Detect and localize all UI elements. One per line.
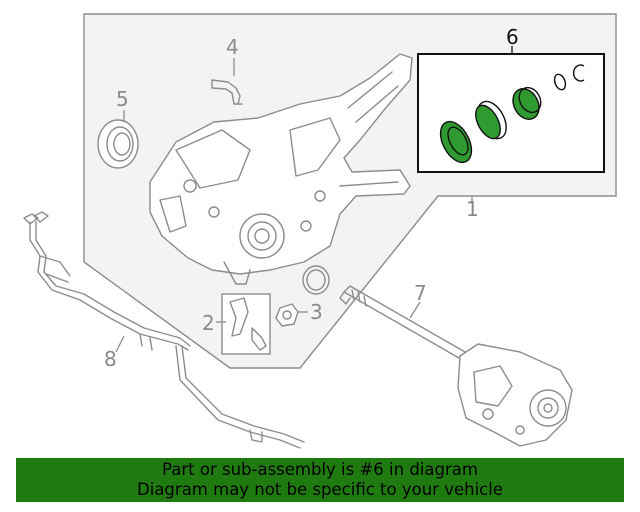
callout-6: 6: [506, 25, 519, 49]
callout-3: 3: [310, 300, 323, 324]
leader-7: [409, 301, 421, 319]
sub-assembly-6-box: [417, 53, 605, 173]
callout-1: 1: [466, 197, 479, 221]
leader-8: [115, 335, 125, 353]
callout-7: 7: [414, 281, 427, 305]
callout-2: 2: [202, 311, 215, 335]
o-ring-inner: [306, 269, 326, 291]
breather-tube-4: [211, 79, 243, 105]
o-ring: [302, 265, 330, 295]
bracket-2: [229, 297, 267, 351]
axle-shaft-7: [339, 285, 573, 447]
seal-5: [97, 119, 139, 169]
wiring-harness-8: [23, 211, 305, 449]
differential-housing: [149, 53, 413, 285]
info-banner: Part or sub-assembly is #6 in diagram Di…: [16, 458, 624, 502]
banner-line-2: Diagram may not be specific to your vehi…: [137, 480, 503, 499]
callout-5: 5: [116, 87, 129, 111]
callout-8: 8: [104, 347, 117, 371]
sub-assembly-2-box: [221, 293, 271, 355]
part-6-components: [439, 64, 585, 164]
banner-line-1: Part or sub-assembly is #6 in diagram: [162, 460, 478, 479]
nut-3: [275, 303, 299, 327]
callout-4: 4: [226, 35, 239, 59]
